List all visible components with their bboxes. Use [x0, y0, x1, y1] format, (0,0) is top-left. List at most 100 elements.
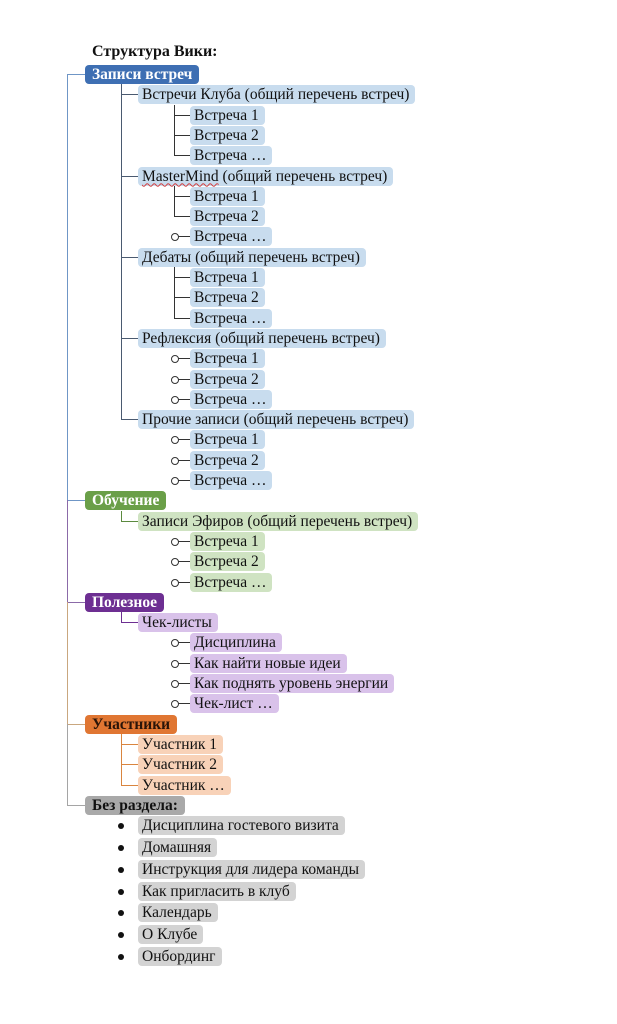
item-connector — [174, 195, 190, 197]
unsectioned-page-item[interactable]: Инструкция для лидера команды — [138, 859, 366, 879]
item-connector — [178, 439, 190, 441]
item-connector — [178, 662, 190, 664]
group-label-suffix: (общий перечень встреч) — [218, 167, 388, 185]
unsectioned-page-item[interactable]: Календарь — [138, 903, 218, 923]
group-label-suffix: (общий перечень встреч) — [243, 512, 413, 530]
circle-bullet-icon — [171, 375, 179, 384]
group-connector — [121, 419, 138, 421]
group-label-suffix: (общий перечень встреч) — [191, 248, 360, 266]
unsectioned-page-item[interactable]: Онбординг — [138, 946, 222, 966]
section-header-1[interactable]: Записи встреч — [85, 65, 200, 84]
unsectioned-page-item[interactable]: Дисциплина гостевого визита — [138, 816, 345, 836]
bullet-icon — [118, 932, 124, 939]
circle-bullet-icon — [171, 233, 179, 242]
bullet-icon — [118, 953, 124, 960]
trunk-connector — [67, 500, 85, 502]
group-label-name: Дебаты — [142, 248, 192, 266]
item-connector — [174, 317, 190, 319]
group-connector — [121, 622, 138, 624]
group-item[interactable]: Чек-листы — [138, 613, 218, 633]
list-item[interactable]: Встреча 2 — [190, 288, 265, 308]
list-item[interactable]: Встреча 1 — [190, 349, 265, 369]
list-item[interactable]: Встреча 1 — [190, 430, 265, 450]
group-connector — [121, 94, 138, 96]
group-label-suffix: (общий перечень встреч) — [211, 329, 380, 347]
participant-item[interactable]: Участник … — [138, 775, 231, 795]
circle-bullet-icon — [171, 558, 179, 567]
list-item[interactable]: Встреча 2 — [190, 125, 265, 145]
list-item[interactable]: Чек-лист … — [190, 694, 279, 714]
group-label-name: Прочие записи — [142, 411, 240, 429]
participant-item[interactable]: Участник 2 — [138, 755, 224, 775]
group-label-name: Чек-листы — [142, 614, 212, 632]
list-item[interactable]: Встреча 1 — [190, 531, 265, 551]
item-connector — [178, 459, 190, 461]
participant-item[interactable]: Участник 1 — [138, 734, 224, 754]
circle-bullet-icon — [171, 395, 179, 404]
bullet-icon — [118, 823, 124, 830]
circle-bullet-icon — [171, 537, 179, 546]
list-item[interactable]: Встреча 2 — [190, 207, 265, 227]
unsectioned-page-item[interactable]: Как пригласить в клуб — [138, 881, 296, 901]
trunk-vertical-connector — [67, 601, 68, 725]
list-item[interactable]: Встреча 2 — [190, 552, 265, 572]
group-item[interactable]: Записи Эфиров (общий перечень встреч) — [138, 511, 419, 531]
unsectioned-page-item[interactable]: О Клубе — [138, 925, 204, 945]
group-label-name: Записи Эфиров — [142, 512, 244, 530]
list-item[interactable]: Встреча … — [190, 471, 273, 490]
group-item[interactable]: Встречи Клуба (общий перечень встреч) — [138, 85, 416, 105]
list-item[interactable]: Встреча … — [190, 146, 273, 166]
group-vertical-connector — [121, 510, 122, 522]
list-item[interactable]: Встреча 1 — [190, 186, 265, 206]
group-vertical-connector — [121, 84, 122, 421]
list-item[interactable]: Встреча … — [190, 389, 273, 409]
item-connector — [178, 683, 190, 684]
bullet-icon — [118, 910, 124, 917]
item-connector — [178, 236, 190, 238]
list-item[interactable]: Встреча 2 — [190, 369, 265, 389]
list-item[interactable]: Встреча 1 — [190, 268, 265, 287]
item-connector — [178, 398, 190, 400]
section-header-2[interactable]: Обучение — [85, 491, 167, 511]
item-connector — [178, 540, 190, 542]
circle-bullet-icon — [171, 355, 179, 364]
trunk-connector — [67, 74, 85, 75]
list-item[interactable]: Как найти новые идеи — [190, 653, 347, 673]
item-connector — [174, 155, 190, 157]
circle-bullet-icon — [171, 578, 179, 587]
trunk-connector — [67, 804, 85, 806]
list-item[interactable]: Встреча 1 — [190, 105, 265, 125]
group-label-suffix: (общий перечень встреч) — [239, 411, 409, 429]
list-item[interactable]: Встреча … — [190, 572, 273, 592]
item-connector — [178, 378, 190, 380]
item-connector — [178, 642, 190, 644]
list-item[interactable]: Дисциплина — [190, 633, 282, 653]
unsectioned-page-item[interactable]: Домашняя — [138, 837, 218, 857]
item-connector — [121, 764, 138, 766]
item-connector — [178, 703, 190, 705]
circle-bullet-icon — [171, 436, 179, 445]
group-connector — [121, 175, 138, 177]
item-connector — [178, 480, 190, 481]
list-item[interactable]: Встреча … — [190, 227, 273, 247]
item-connector — [178, 561, 190, 563]
trunk-connector — [67, 601, 85, 603]
list-item[interactable]: Как поднять уровень энергии — [190, 674, 395, 693]
group-label-name: Встречи Клуба — [142, 86, 241, 104]
group-item[interactable]: Дебаты (общий перечень встреч) — [138, 247, 366, 267]
item-connector — [174, 134, 190, 136]
section-header-4[interactable]: Участники — [85, 714, 178, 734]
group-label-suffix: (общий перечень встреч) — [240, 86, 410, 104]
section-header-3[interactable]: Полезное — [85, 592, 164, 612]
trunk-vertical-connector — [67, 74, 68, 502]
group-item[interactable]: Рефлексия (общий перечень встреч) — [138, 328, 386, 348]
circle-bullet-icon — [171, 700, 179, 709]
list-item[interactable]: Встреча … — [190, 308, 273, 328]
item-connector — [174, 277, 190, 278]
list-item[interactable]: Встреча 2 — [190, 450, 265, 470]
group-connector — [121, 520, 138, 522]
group-item[interactable]: Прочие записи (общий перечень встреч) — [138, 410, 415, 430]
group-item[interactable]: MasterMind (общий перечень встреч) — [138, 166, 394, 186]
trunk-vertical-connector — [67, 500, 68, 603]
section-header-5[interactable]: Без раздела: — [85, 795, 185, 815]
